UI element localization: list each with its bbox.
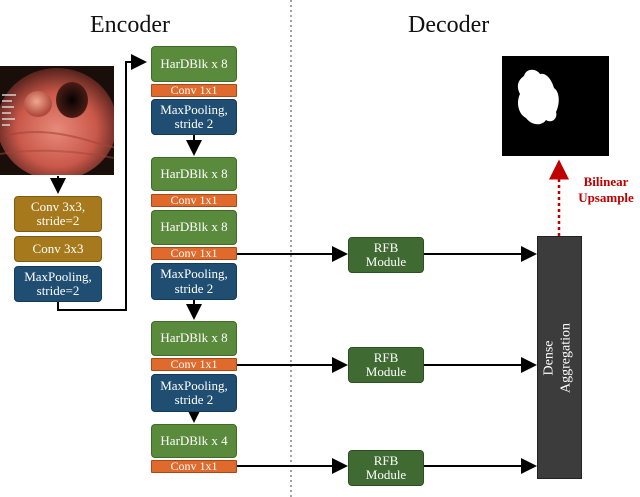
dense-aggregation-label-line1: Dense: [541, 340, 557, 376]
rfb-module-3: RFB Module: [348, 450, 424, 486]
dense-aggregation: [537, 236, 582, 479]
conv1x1-4: Conv 1x1: [151, 357, 237, 371]
arrow-stem-to-encoder: [57, 54, 147, 311]
rfb-module-1: RFB Module: [348, 237, 424, 273]
hardblk-2: HarDBlk x 8: [151, 157, 237, 191]
dense-aggregation-label: Dense Aggregation: [542, 301, 578, 416]
stem-conv3x3: Conv 3x3: [14, 236, 102, 262]
decoder-header: Decoder: [408, 12, 490, 38]
rfb-module-2: RFB Module: [348, 347, 424, 383]
hardblk-3: HarDBlk x 8: [151, 210, 237, 245]
bilinear-upsample-label: Bilinear Upsample: [568, 174, 640, 207]
upsample-line2: Upsample: [578, 190, 634, 206]
conv1x1-2: Conv 1x1: [151, 193, 237, 207]
input-endoscopy-image: [0, 66, 114, 175]
hardblk-4: HarDBlk x 8: [151, 321, 237, 356]
conv1x1-3: Conv 1x1: [151, 246, 237, 260]
upsample-line1: Bilinear: [583, 174, 629, 189]
maxpooling-3: MaxPooling, stride 2: [151, 263, 237, 300]
conv1x1-1: Conv 1x1: [151, 83, 237, 97]
stem-conv3x3-stride2: Conv 3x3, stride=2: [14, 196, 102, 232]
hardblk-1: HarDBlk x 8: [151, 46, 237, 82]
hardblk-5: HarDBlk x 4: [151, 424, 237, 458]
stem-maxpooling: MaxPooling, stride=2: [14, 266, 102, 302]
dense-aggregation-label-line2: Aggregation: [558, 323, 574, 393]
output-segmentation-mask: [502, 56, 609, 156]
conv1x1-5: Conv 1x1: [151, 459, 237, 473]
encoder-header: Encoder: [90, 12, 170, 38]
maxpooling-4: MaxPooling, stride 2: [151, 374, 237, 412]
maxpooling-1: MaxPooling, stride 2: [151, 99, 237, 135]
